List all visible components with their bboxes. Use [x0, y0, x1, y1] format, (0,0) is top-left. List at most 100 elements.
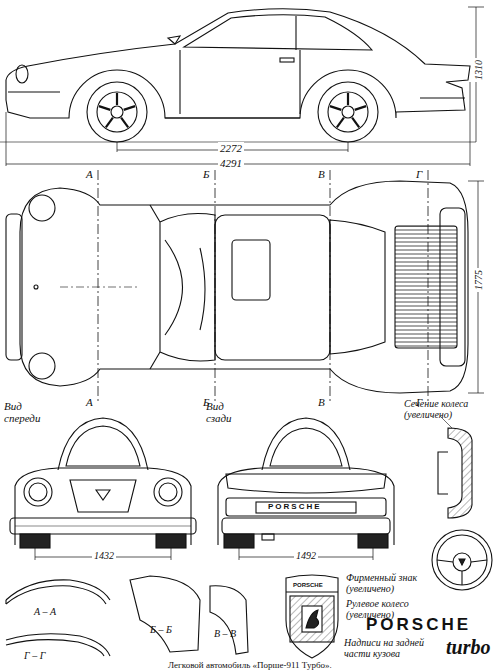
porsche-crest: [286, 591, 338, 592]
drawing-label: Вид сзади: [206, 400, 246, 424]
rear-view: [270, 428, 342, 466]
rear-view: [226, 474, 386, 493]
wheel-spoke: [330, 106, 341, 110]
front-view: [29, 483, 47, 501]
section-profile: [6, 576, 248, 656]
dimension-line: [239, 548, 373, 560]
top-view: [150, 205, 160, 222]
caption: Легковой автомобиль «Порше-911 Турбо».: [168, 660, 332, 670]
side-view: [16, 65, 28, 83]
side-view: [280, 58, 294, 62]
side-view: [299, 50, 300, 114]
rear-view: [256, 502, 356, 513]
dimension-line: [6, 7, 484, 166]
dimension-line: [373, 548, 374, 560]
front-view: [156, 534, 186, 548]
side-view: [165, 117, 300, 118]
drawing-label: Б – Б: [150, 624, 172, 635]
section-profile: [6, 580, 110, 600]
wheel: [318, 82, 378, 142]
drawing-label: Фирменный знак (увеличено): [346, 572, 430, 594]
drawing-label: 2272: [218, 142, 244, 154]
rear-view: [262, 534, 274, 540]
side-view: [184, 15, 372, 50]
dimension-line: [35, 548, 36, 560]
section-profile: [130, 576, 200, 652]
drawing-label: Надписи на задней части кузова: [344, 637, 442, 659]
section-profile: [210, 586, 248, 654]
porsche-crest: [302, 606, 322, 632]
porsche-crest: [290, 596, 334, 642]
wheel-spoke: [121, 118, 128, 128]
drawing-label: Г – Г: [24, 650, 45, 661]
steering-wheel: [437, 535, 487, 585]
rear-view: [226, 498, 386, 516]
dimension-line: [35, 548, 171, 560]
drawing-label: В – В: [214, 628, 236, 639]
wheel-spoke: [337, 118, 344, 128]
dimension-line: [468, 181, 484, 393]
front-view: [10, 418, 196, 548]
side-view: [179, 50, 180, 114]
section-profile: [6, 640, 104, 656]
steering-wheel: [459, 559, 465, 565]
top-view: [60, 287, 140, 288]
drawing-label: А: [86, 168, 93, 180]
drawing-label: В: [318, 168, 325, 180]
wheel-spoke: [99, 93, 366, 127]
wheel-section: [448, 428, 472, 518]
side-view: [0, 9, 476, 142]
wheel-section: [438, 416, 472, 518]
wheel: [342, 106, 354, 118]
drawing-label: turbo: [446, 636, 490, 658]
dimension-text: 1310: [473, 58, 484, 82]
section-profile: [6, 634, 110, 656]
rear-view: [358, 534, 388, 548]
wheel-spoke: [106, 118, 113, 128]
wheel: [87, 82, 147, 142]
wheel-spoke: [124, 106, 135, 110]
dimension-line: [468, 393, 484, 394]
top-view: [34, 285, 38, 289]
porsche-crest: [306, 610, 319, 628]
side-view: [8, 91, 60, 92]
car-illustration: [0, 7, 492, 658]
drawing-label: 4291: [218, 157, 244, 169]
front-view: [159, 483, 177, 501]
section-line: [215, 170, 216, 404]
wheel: [328, 92, 368, 132]
top-view: [165, 240, 183, 335]
front-view: [24, 478, 52, 506]
top-view: [440, 208, 465, 366]
front-view: [10, 518, 196, 534]
drawing-label: В: [318, 396, 325, 408]
side-view: [420, 97, 465, 98]
wheel-section: [438, 452, 448, 494]
wheel: [87, 82, 147, 142]
dimension-line: [348, 142, 349, 152]
front-view: [96, 490, 110, 500]
rear-view: [224, 534, 254, 548]
section-profile: [6, 586, 106, 604]
top-view: [330, 220, 385, 354]
front-view: [66, 426, 140, 466]
top-view: [6, 214, 22, 360]
steering-wheel: [432, 530, 492, 590]
drawing-label: PORSCHE: [366, 616, 471, 635]
steering-wheel: [453, 553, 471, 571]
top-view: [200, 248, 205, 330]
drawing-label: PORSCHE: [293, 582, 323, 589]
dimension-line: [117, 142, 118, 152]
side-view: [295, 16, 296, 50]
drawing-label: 1492: [294, 550, 318, 561]
side-view: [168, 36, 180, 44]
section-line: [330, 170, 331, 404]
top-view: [160, 214, 215, 361]
porsche-crest: [286, 575, 338, 658]
wheel-spoke: [355, 106, 366, 110]
section-line: [428, 170, 429, 404]
rear-view: [222, 518, 390, 534]
dimension-line: [470, 82, 471, 166]
steering-wheel: [471, 560, 487, 562]
